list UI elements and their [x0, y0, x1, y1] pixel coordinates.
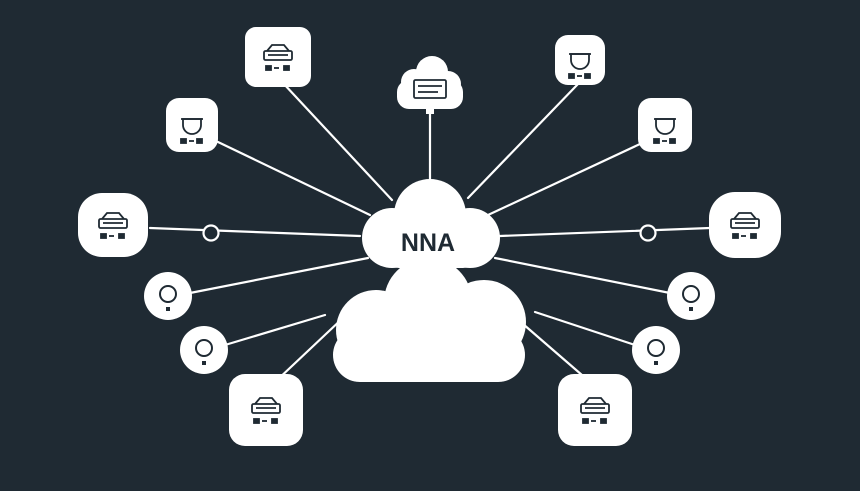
link-top-left-server — [281, 81, 394, 202]
node-upper-right-camera[interactable] — [638, 98, 692, 152]
link-right-server — [498, 226, 712, 238]
node-bottom-left-server[interactable] — [229, 374, 303, 446]
link-top-right-camera — [466, 82, 580, 200]
node-upper-left-camera[interactable] — [166, 98, 218, 152]
link-lower-right-sensor — [533, 310, 637, 347]
server-rack-icon — [263, 44, 293, 71]
server-rack-icon — [730, 212, 760, 239]
server-rack-icon — [580, 397, 610, 424]
node-right-server[interactable] — [709, 192, 781, 258]
node-top-right-camera[interactable] — [555, 35, 605, 85]
link-left-server — [148, 226, 362, 238]
node-mid-left-sensor[interactable] — [144, 272, 192, 320]
link-lower-left-sensor — [223, 313, 327, 347]
sensor-icon — [647, 339, 665, 365]
link-mid-left-sensor — [188, 256, 370, 295]
node-top-center-cloud-server[interactable] — [397, 56, 463, 114]
dome-camera-icon — [568, 53, 591, 79]
link-mid-right-sensor — [493, 256, 672, 295]
server-rack-icon — [98, 212, 128, 239]
right-junction-node — [639, 224, 657, 242]
node-mid-right-sensor[interactable] — [667, 272, 715, 320]
dome-camera-icon — [180, 118, 203, 144]
server-rack-icon — [251, 397, 281, 424]
link-upper-right-camera — [486, 142, 642, 217]
node-top-left-server[interactable] — [245, 27, 311, 87]
cloud-server-icon — [413, 79, 447, 99]
left-junction-node — [202, 224, 220, 242]
dome-camera-icon — [653, 118, 676, 144]
node-lower-left-sensor[interactable] — [180, 326, 228, 374]
sensor-icon — [195, 339, 213, 365]
sensor-icon — [159, 285, 177, 311]
sensor-icon — [682, 285, 700, 311]
node-bottom-right-server[interactable] — [558, 374, 632, 446]
hub-label: NNA — [401, 229, 455, 257]
hub-cloud — [333, 179, 526, 382]
node-lower-right-sensor[interactable] — [632, 326, 680, 374]
link-upper-left-camera — [216, 140, 372, 217]
node-left-server[interactable] — [78, 193, 148, 257]
